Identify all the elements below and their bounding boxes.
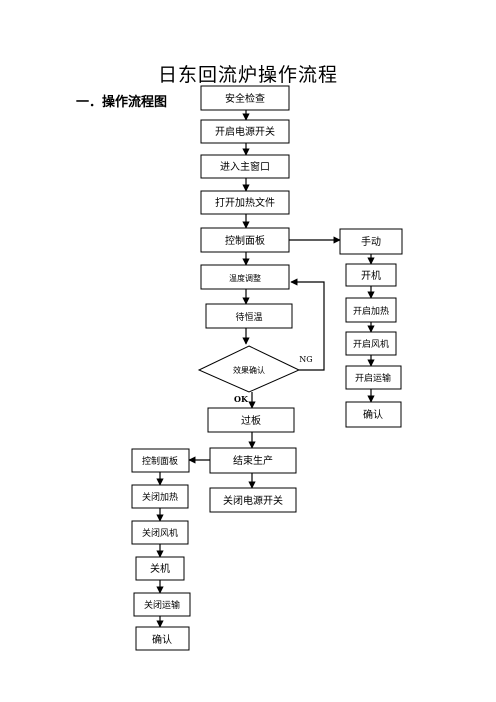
- box-close-heating: [131, 484, 189, 509]
- box-start-conveyor: [345, 365, 402, 390]
- label-shutdown-control-panel: 控制面板: [142, 455, 178, 467]
- box-power-off: [209, 487, 297, 513]
- box-manual-confirm: [345, 401, 402, 428]
- arrow-ng-loop: [290, 278, 325, 371]
- label-main-window: 进入主窗口: [220, 160, 270, 173]
- label-close-fan: 关闭风机: [142, 527, 178, 539]
- box-pass-board: [207, 407, 295, 433]
- label-ng: NG: [299, 355, 312, 364]
- box-close-fan: [131, 520, 189, 545]
- label-safety-check: 安全检查: [225, 92, 265, 105]
- section-heading: 一．操作流程图: [76, 95, 168, 110]
- label-power-on: 开启电源开关: [215, 125, 275, 138]
- label-effect-confirm: 效果确认: [233, 365, 265, 375]
- box-start-machine: [345, 263, 397, 287]
- box-start-fan: [345, 331, 397, 356]
- label-end-production: 结束生产: [233, 454, 273, 467]
- box-safety-check: [200, 85, 290, 111]
- label-start-conveyor: 开启运输: [355, 372, 391, 384]
- label-ok: OK: [234, 394, 249, 404]
- page-title: 日东回流炉操作流程: [157, 64, 338, 86]
- box-shutdown: [135, 556, 185, 581]
- label-wait-constant-temp: 待恒温: [235, 311, 262, 323]
- label-control-panel: 控制面板: [225, 234, 265, 247]
- label-shutdown-confirm: 确认: [152, 633, 172, 646]
- box-control-panel: [200, 227, 290, 253]
- box-wait-constant-temp: [205, 303, 293, 329]
- label-manual: 手动: [361, 235, 381, 248]
- label-start-fan: 开启风机: [353, 338, 389, 350]
- box-shutdown-confirm: [135, 626, 190, 651]
- box-power-on: [200, 119, 290, 144]
- connectors: [156, 110, 375, 628]
- box-main-window: [200, 154, 290, 179]
- label-temp-adjust: 温度调整: [229, 273, 261, 283]
- label-close-conveyor: 关闭运输: [144, 599, 180, 611]
- label-manual-confirm: 确认: [363, 408, 383, 421]
- box-open-heating-file: [200, 190, 290, 215]
- box-start-heating: [345, 297, 397, 323]
- box-end-production: [209, 447, 297, 474]
- diamond-effect-confirm: [197, 345, 301, 393]
- box-manual: [339, 228, 403, 255]
- box-temp-adjust: [200, 264, 290, 290]
- label-shutdown: 关机: [150, 562, 170, 575]
- label-start-heating: 开启加热: [353, 305, 389, 317]
- label-open-heating-file: 打开加热文件: [215, 196, 275, 209]
- label-close-heating: 关闭加热: [142, 491, 178, 503]
- box-close-conveyor: [133, 592, 191, 617]
- box-shutdown-control-panel: [131, 448, 190, 473]
- label-pass-board: 过板: [241, 414, 261, 427]
- label-start-machine: 开机: [361, 269, 381, 282]
- label-power-off: 关闭电源开关: [223, 494, 283, 507]
